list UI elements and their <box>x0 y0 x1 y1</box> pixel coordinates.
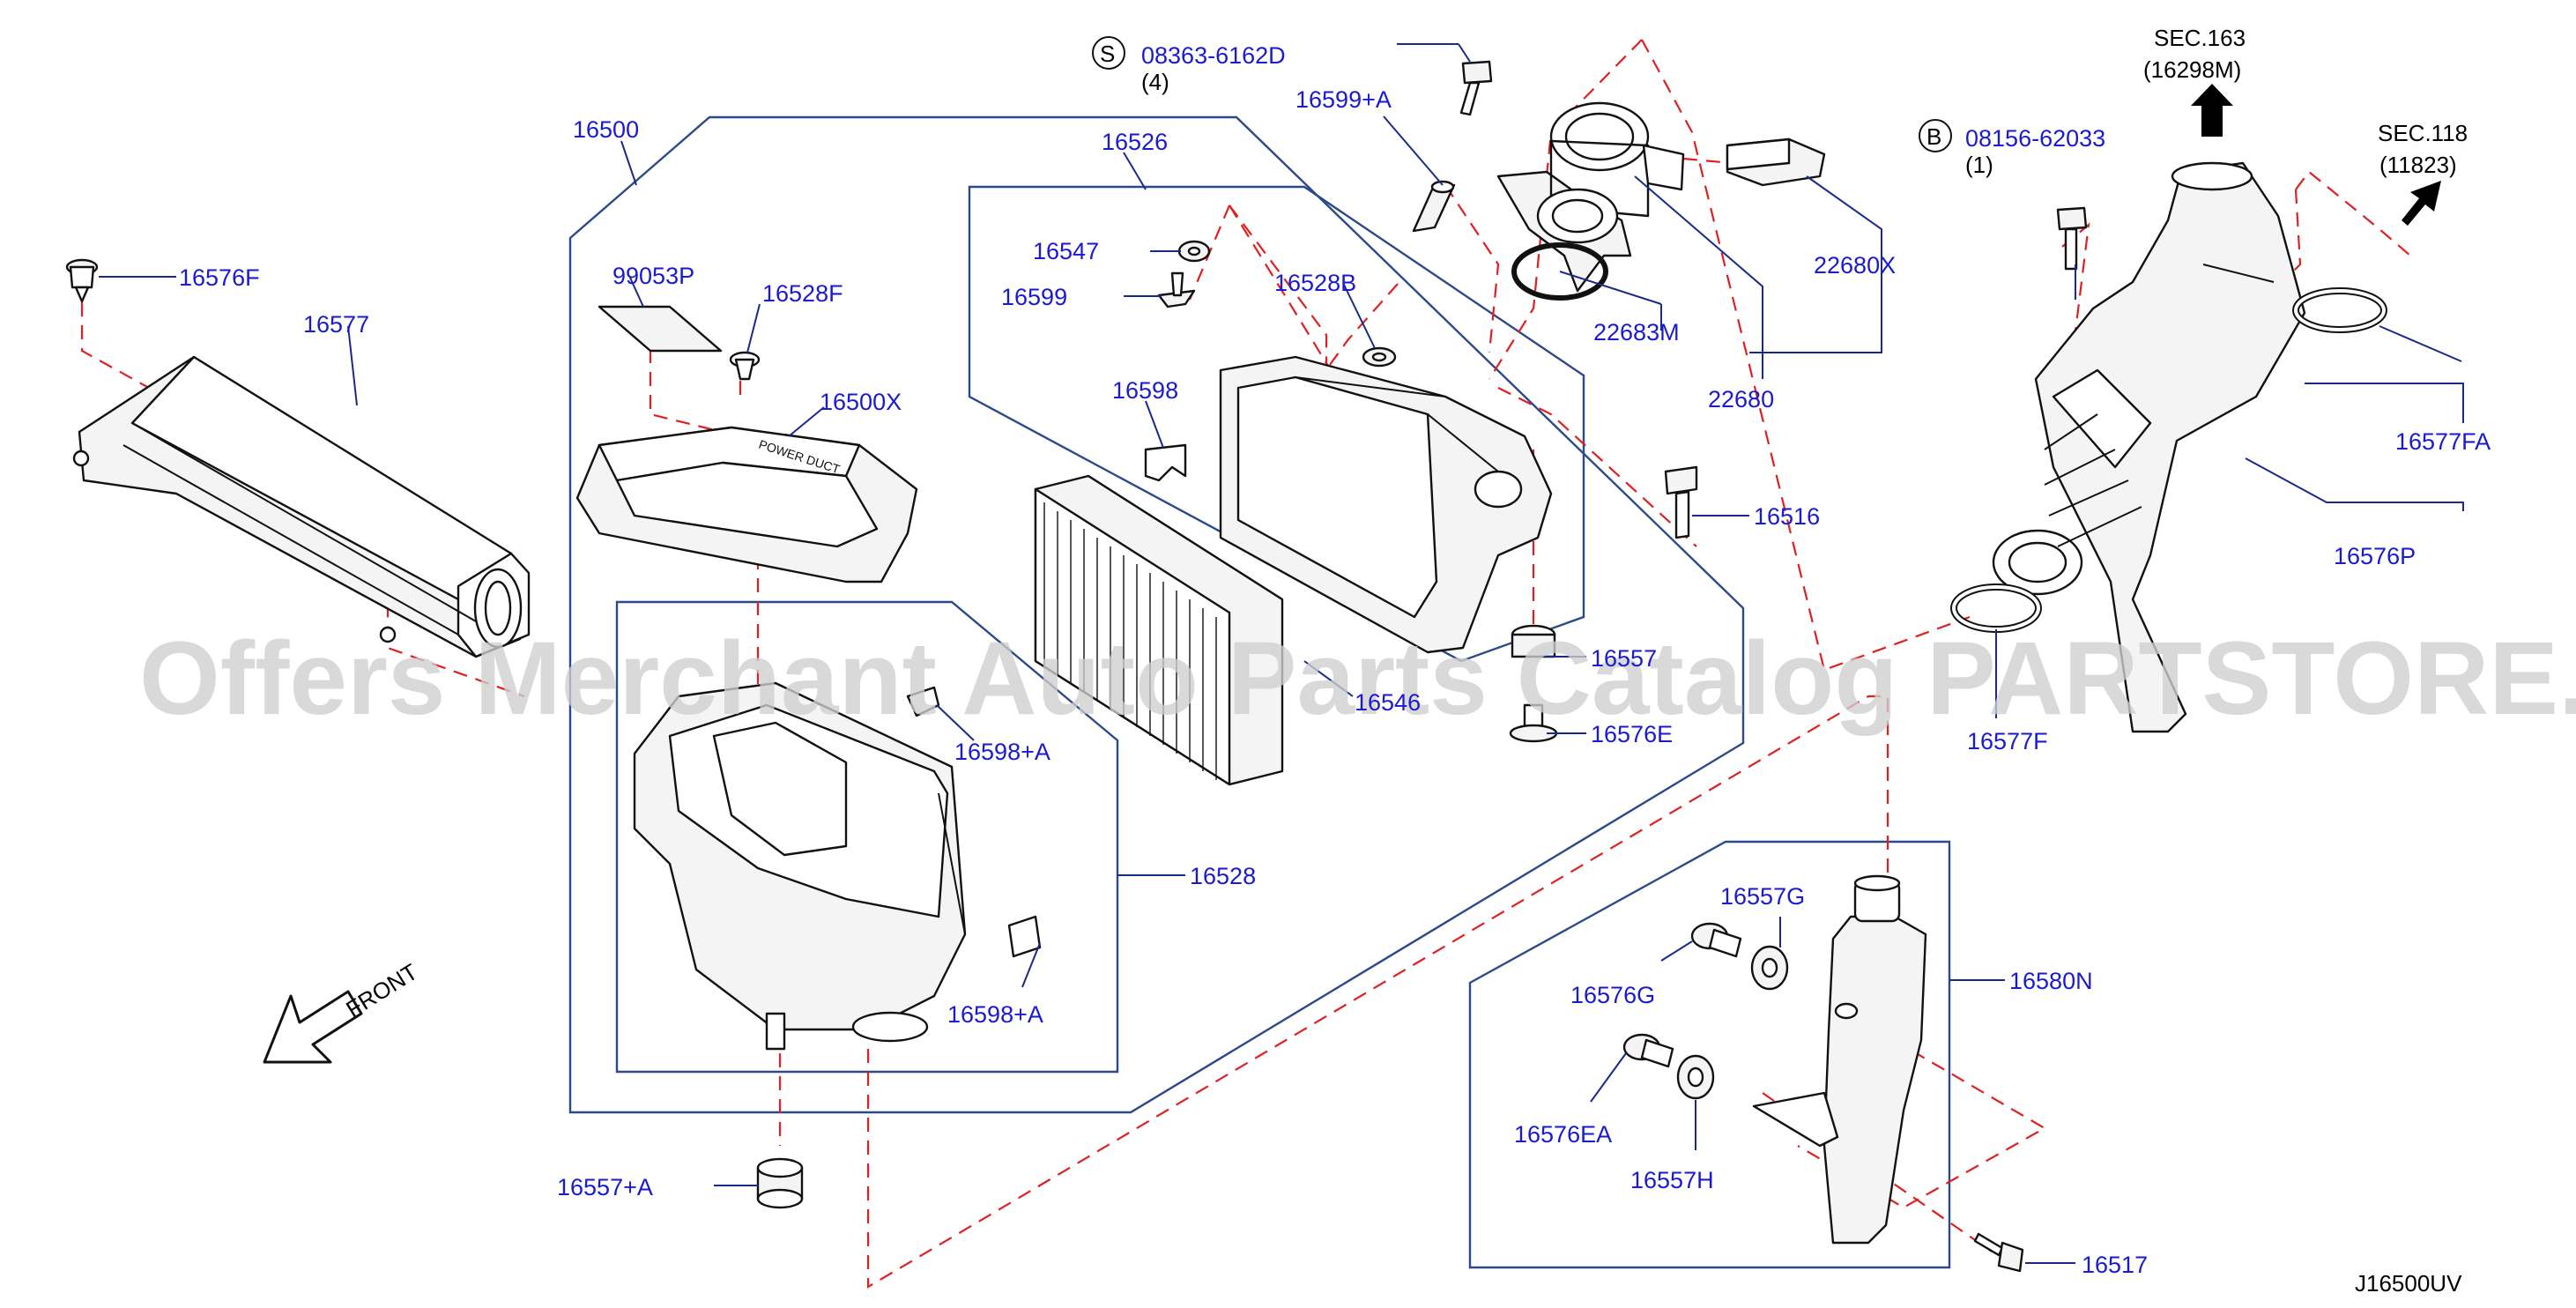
bolt-16576EA <box>1622 1033 1674 1068</box>
part-label-16557[interactable]: 16557 <box>1591 645 1657 672</box>
sec163-ref: (16298M) <box>2143 56 2241 83</box>
bolt-16576E <box>1509 703 1558 743</box>
part-label-16598[interactable]: 16598 <box>1112 377 1178 404</box>
mount-16557 <box>1511 624 1556 658</box>
ref-s-badge: S <box>1100 41 1115 67</box>
part-label-16557G[interactable]: 16557G <box>1720 883 1805 910</box>
diagram-code: J16500UV <box>2355 1270 2462 1297</box>
part-label-22683M[interactable]: 22683M <box>1593 319 1680 346</box>
lower-airbox-16528 <box>633 681 967 1051</box>
inlet-hose-16576P <box>1992 161 2306 733</box>
pin-16599 <box>1157 271 1196 308</box>
part-label-16546[interactable]: 16546 <box>1355 689 1421 716</box>
upper-cover-16526 <box>1219 355 1553 654</box>
sec118-title[interactable]: SEC.118 <box>2378 120 2468 146</box>
part-label-16576EA[interactable]: 16576EA <box>1514 1121 1612 1148</box>
leader-lines <box>99 43 2464 1264</box>
part-label-16500[interactable]: 16500 <box>573 116 639 143</box>
arrow-up-right-icon <box>2402 181 2441 226</box>
bolt-08363-6162D <box>1459 60 1493 116</box>
sec163-title[interactable]: SEC.163 <box>2154 25 2246 51</box>
clip-16598A-upper <box>906 686 940 717</box>
bolt-08156-62033 <box>2056 206 2088 271</box>
duct-16577 <box>72 355 531 658</box>
bolt-16576G <box>1690 922 1742 958</box>
part-label-16547[interactable]: 16547 <box>1033 238 1099 264</box>
bushing-16557H <box>1676 1054 1715 1100</box>
front-arrow-icon <box>263 990 363 1064</box>
ref-b-code[interactable]: 08156-62033 <box>1965 125 2105 152</box>
part-label-16598a-upper[interactable]: 16598+A <box>954 739 1050 765</box>
collar-16528B <box>1362 346 1397 368</box>
resonator-16580N <box>1752 874 1927 1245</box>
ref-s-qty: (4) <box>1141 69 1169 95</box>
front-label: FRONT <box>341 958 422 1022</box>
part-label-16576E[interactable]: 16576E <box>1591 721 1673 747</box>
ref-b-bolt: B 08156-62033 (1) <box>1919 119 2105 178</box>
watermark: Offers Merchant Auto Parts Catalog PARTS… <box>139 621 2576 737</box>
pin-16599A <box>1412 180 1456 233</box>
part-label-16577FA[interactable]: 16577FA <box>2395 428 2491 455</box>
part-label-16516[interactable]: 16516 <box>1754 503 1820 530</box>
group-outline-16580N <box>1468 840 1951 1269</box>
part-label-16528F[interactable]: 16528F <box>762 280 843 307</box>
clip-16598A-lower <box>1007 915 1042 958</box>
grommet-16557A <box>756 1157 804 1209</box>
part-label-16577F[interactable]: 16577F <box>1967 728 2048 754</box>
duct-16500X: POWER DUCT <box>575 426 918 583</box>
label-99053P <box>598 305 723 353</box>
ref-b-qty: (1) <box>1965 152 1993 178</box>
part-label-16577[interactable]: 16577 <box>303 311 369 338</box>
grommet-16547 <box>1177 240 1211 263</box>
sec118-ref: (11823) <box>2379 152 2457 178</box>
ref-b-badge: B <box>1926 123 1941 150</box>
part-label-22680[interactable]: 22680 <box>1708 386 1774 412</box>
sensor-22680X <box>1726 137 1826 187</box>
part-label-16598a-lower[interactable]: 16598+A <box>947 1001 1043 1028</box>
part-label-16528B[interactable]: 16528B <box>1274 270 1356 296</box>
clamp-16577FA <box>2292 287 2387 333</box>
part-label-99053P[interactable]: 99053P <box>612 263 694 289</box>
part-label-16557H[interactable]: 16557H <box>1630 1167 1714 1193</box>
part-label-22680X[interactable]: 22680X <box>1814 252 1896 279</box>
part-label-16599a[interactable]: 16599+A <box>1295 86 1392 113</box>
o-ring-22683M <box>1511 242 1608 301</box>
grommet-16528F <box>729 351 761 381</box>
bolt-16517 <box>1973 1232 2024 1273</box>
group-outline-16528 <box>615 600 1119 1074</box>
part-label-16557a[interactable]: 16557+A <box>557 1174 653 1200</box>
part-label-16576G[interactable]: 16576G <box>1570 982 1655 1008</box>
part-label-16528[interactable]: 16528 <box>1190 863 1256 889</box>
part-label-16526[interactable]: 16526 <box>1102 129 1168 155</box>
part-label-16500X[interactable]: 16500X <box>820 389 902 415</box>
arrow-up-icon <box>2191 84 2233 137</box>
group-outline-16526 <box>968 185 1585 663</box>
ref-s-code[interactable]: 08363-6162D <box>1141 42 1286 69</box>
bolt-16516 <box>1664 465 1698 539</box>
part-label-16580N[interactable]: 16580N <box>2009 968 2093 994</box>
bushing-16557G <box>1750 945 1789 991</box>
airflow-meter-body-22680 <box>1496 101 1685 293</box>
part-label-16576F[interactable]: 16576F <box>179 264 260 291</box>
part-label-16599[interactable]: 16599 <box>1001 284 1067 310</box>
part-label-16576P[interactable]: 16576P <box>2334 543 2416 569</box>
filter-16546 <box>1034 474 1284 786</box>
clip-16576F <box>65 258 99 303</box>
part-label-16517[interactable]: 16517 <box>2082 1252 2148 1278</box>
clip-16598 <box>1144 443 1187 482</box>
ref-s-bolt: S 08363-6162D (4) <box>1092 36 1286 95</box>
